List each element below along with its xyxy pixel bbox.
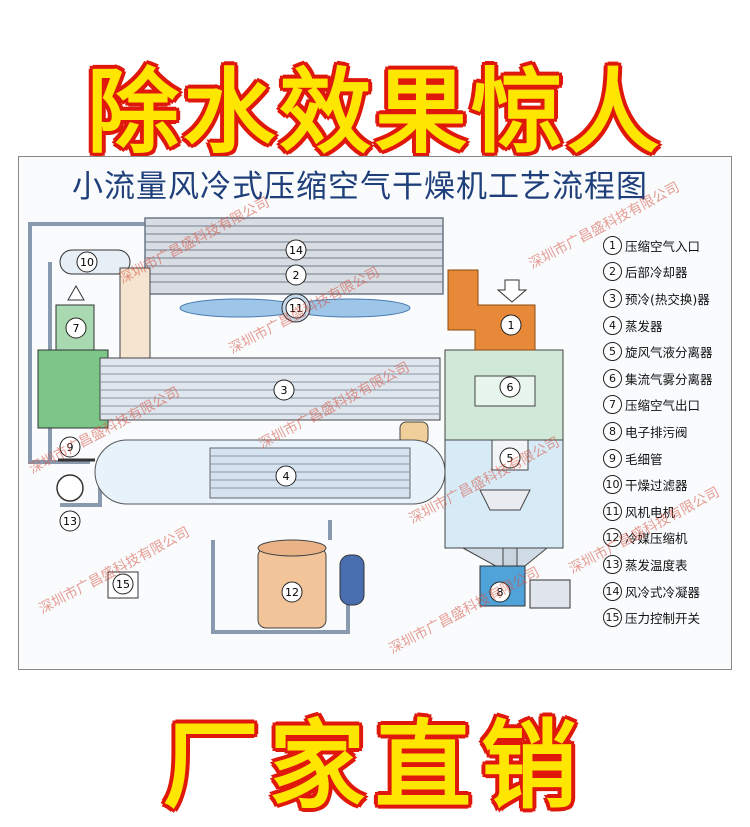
svg-text:2: 2 (293, 269, 300, 282)
legend-label: 干燥过滤器 (625, 478, 688, 494)
fan (179, 293, 411, 323)
legend-label: 后部冷却器 (625, 265, 688, 281)
air-outlet (37, 284, 109, 429)
svg-text:6: 6 (507, 381, 514, 394)
svg-text:11: 11 (289, 302, 303, 315)
svg-text:8: 8 (497, 586, 504, 599)
svg-text:10: 10 (80, 256, 94, 269)
legend-number: 5 (603, 342, 622, 362)
legend-number: 11 (603, 501, 622, 521)
svg-text:7: 7 (73, 322, 80, 335)
legend-number: 7 (603, 395, 622, 415)
legend-number: 2 (603, 262, 622, 282)
legend-label: 毛细管 (625, 451, 663, 467)
legend-label: 风冷式冷凝器 (625, 584, 701, 600)
svg-text:4: 4 (283, 470, 290, 483)
legend-number: 6 (603, 368, 622, 388)
legend-number: 1 (603, 235, 622, 255)
legend-label: 旋风气液分离器 (625, 345, 713, 361)
svg-text:3: 3 (281, 384, 288, 397)
legend-number: 13 (603, 554, 622, 574)
diagram-title: 小流量风冷式压缩空气干燥机工艺流程图 (72, 169, 648, 205)
air-inlet (447, 269, 536, 351)
svg-text:15: 15 (116, 578, 130, 591)
legend-label: 压缩空气入口 (625, 238, 701, 254)
legend-label: 电子排污阀 (625, 424, 688, 440)
legend-label: 预冷(热交换)器 (625, 291, 710, 307)
legend-number: 3 (603, 288, 622, 308)
evaporation-gauge (56, 474, 84, 502)
diagram-callouts: 1 2 3 4 5 6 7 8 9 10 11 12 13 14 15 (59, 239, 522, 603)
legend-label: 风机电机 (625, 504, 676, 520)
legend-number: 9 (603, 448, 622, 468)
legend-number: 4 (603, 315, 622, 335)
pre-cooler (99, 267, 441, 445)
legend-label: 冷媒压缩机 (625, 531, 688, 547)
legend-label: 蒸发器 (625, 318, 663, 334)
legend-label: 蒸发温度表 (625, 557, 688, 573)
svg-text:14: 14 (289, 244, 303, 257)
legend-label: 压力控制开关 (625, 611, 701, 627)
legend-label: 集流气雾分离器 (625, 371, 713, 387)
evaporator (94, 439, 446, 505)
bottom-banner: 厂家直销 (163, 710, 587, 822)
svg-text:12: 12 (285, 586, 299, 599)
legend-number: 15 (603, 608, 622, 628)
svg-text:13: 13 (63, 515, 77, 528)
svg-text:5: 5 (507, 452, 514, 465)
legend-label: 压缩空气出口 (625, 398, 701, 414)
legend-number: 12 (603, 528, 622, 548)
svg-text:9: 9 (67, 441, 74, 454)
legend-number: 14 (603, 581, 622, 601)
legend-number: 8 (603, 421, 622, 441)
top-banner: 除水效果惊人 (86, 59, 663, 166)
svg-text:1: 1 (508, 319, 515, 332)
legend-number: 10 (603, 475, 622, 495)
